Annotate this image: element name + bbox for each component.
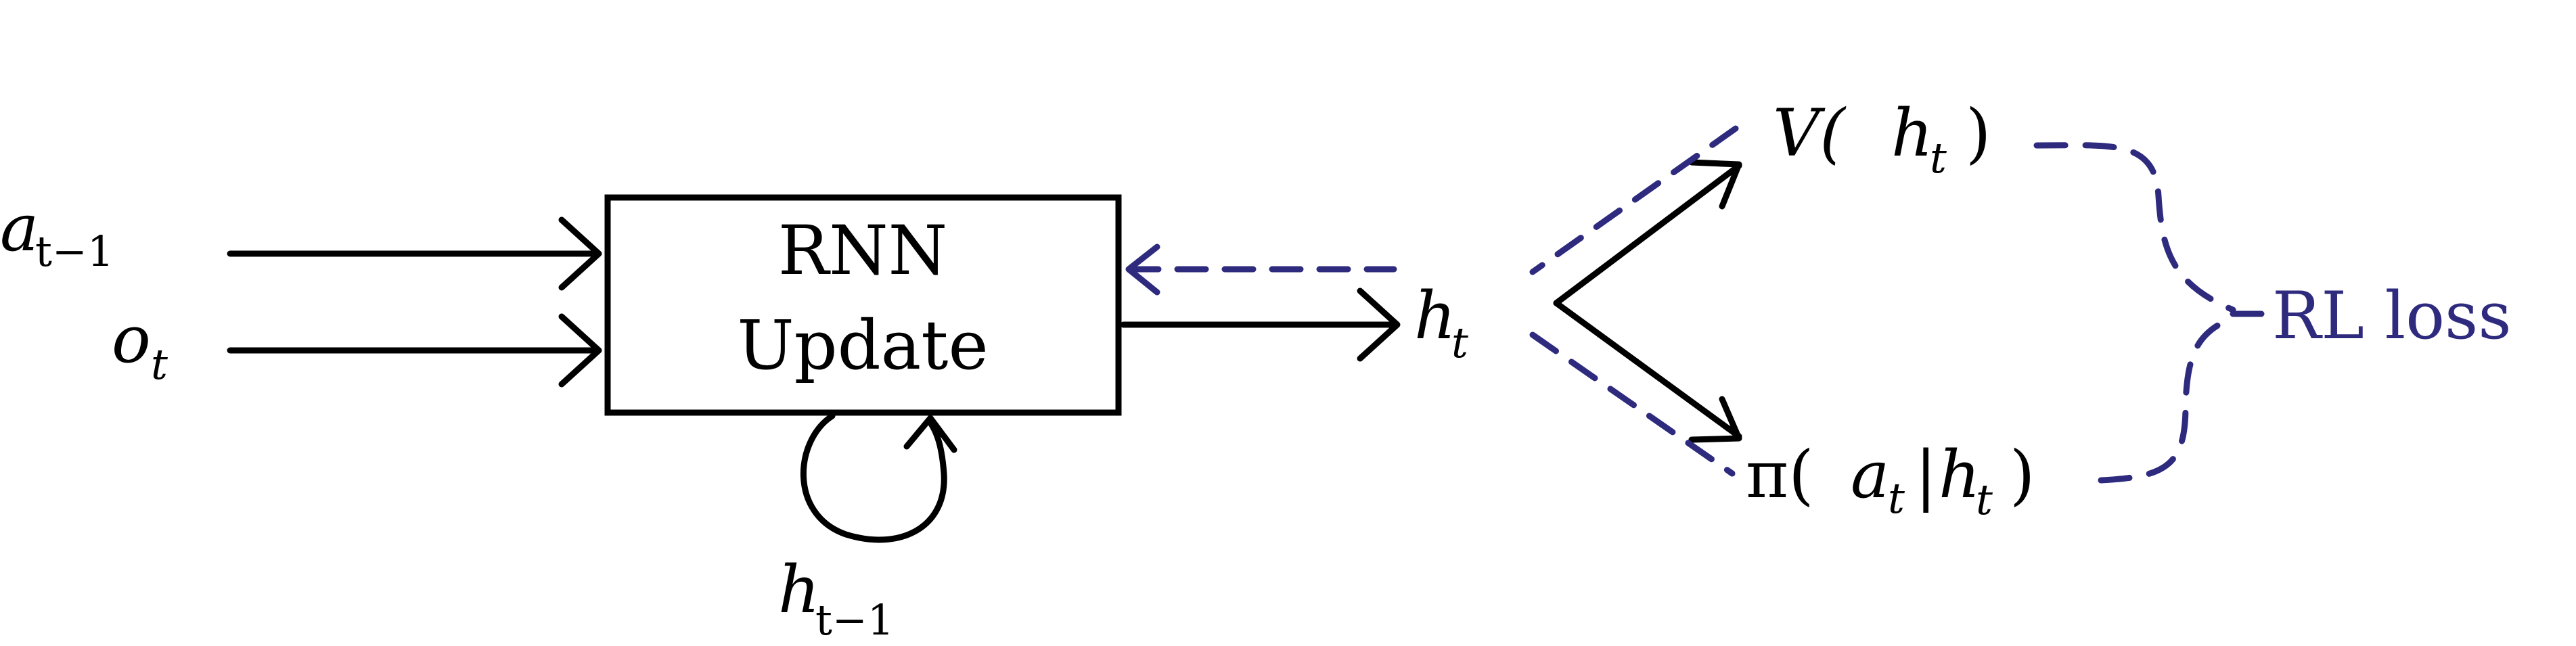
label-o-sub: t	[151, 340, 168, 389]
label-policy-bar: |	[1915, 437, 1937, 513]
label-value: V( h t )	[1773, 95, 1991, 183]
label-a-sub: t−1	[35, 227, 114, 276]
label-rl-loss: RL loss	[2272, 278, 2512, 354]
label-hidden-sub: t	[1451, 318, 1468, 367]
label-value-base: h	[1891, 95, 1933, 171]
label-policy-pre: π(	[1746, 437, 1814, 513]
label-o-base: o	[112, 302, 151, 377]
input-arrow-a	[227, 216, 602, 291]
gradient-arrow-into-box	[1125, 244, 1397, 296]
box-label-line1: RNN	[778, 211, 947, 290]
loss-brace-dashed	[2033, 142, 2270, 484]
label-policy-post: )	[2010, 437, 2035, 513]
box-label-line2: Update	[737, 306, 988, 385]
label-policy-h-sub: t	[1976, 475, 1993, 524]
label-value-sub: t	[1930, 133, 1947, 183]
rnn-update-box	[604, 194, 1122, 416]
label-recurrent-sub: t−1	[815, 595, 894, 645]
label-recurrent-base: h	[778, 552, 820, 628]
input-arrow-o	[227, 313, 602, 388]
label-policy-a-sub: t	[1888, 474, 1905, 523]
label-policy-a: a	[1851, 437, 1889, 513]
dashed-policy-to-h	[1529, 331, 1736, 477]
label-a-base: a	[0, 190, 39, 266]
label-policy: π( a t | h t )	[1746, 437, 2035, 524]
label-hidden-base: h	[1414, 278, 1456, 354]
output-arrow-h	[1120, 287, 1401, 362]
label-value-post: )	[1966, 95, 1991, 171]
dashed-value-to-h	[1529, 125, 1739, 275]
label-policy-h: h	[1939, 437, 1981, 513]
arrow-to-policy	[1553, 300, 1742, 443]
arrow-to-value	[1553, 159, 1742, 306]
label-value-pre: V(	[1773, 95, 1847, 171]
recurrent-loop-arrow	[800, 413, 957, 543]
